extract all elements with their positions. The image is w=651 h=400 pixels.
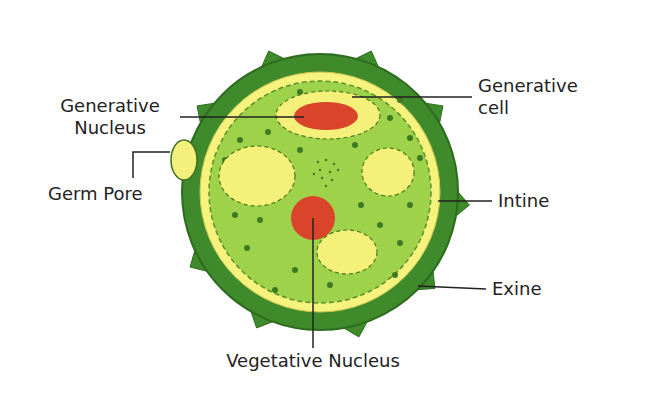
generative-cell (276, 91, 380, 139)
leader-line (312, 218, 314, 348)
part-label: Exine (492, 278, 612, 300)
part-label: Germ Pore (48, 183, 178, 205)
cytoplasm (209, 81, 431, 303)
leader-line (180, 116, 304, 118)
vacuole (317, 230, 377, 274)
leader-line (352, 96, 472, 98)
intine-layer (200, 72, 440, 312)
leader-line (418, 286, 486, 289)
vacuole (219, 146, 295, 206)
vacuole (362, 148, 414, 196)
part-label: Generative Nucleus (40, 95, 180, 139)
part-label: Generative cell (478, 75, 588, 119)
generative-nucleus (294, 102, 358, 130)
germ-pore (171, 140, 197, 180)
part-label: Intine (498, 190, 618, 212)
exine-layer (182, 54, 458, 330)
leader-line (133, 152, 170, 178)
part-label: Vegetative Nucleus (193, 350, 433, 372)
leader-line (438, 200, 492, 202)
